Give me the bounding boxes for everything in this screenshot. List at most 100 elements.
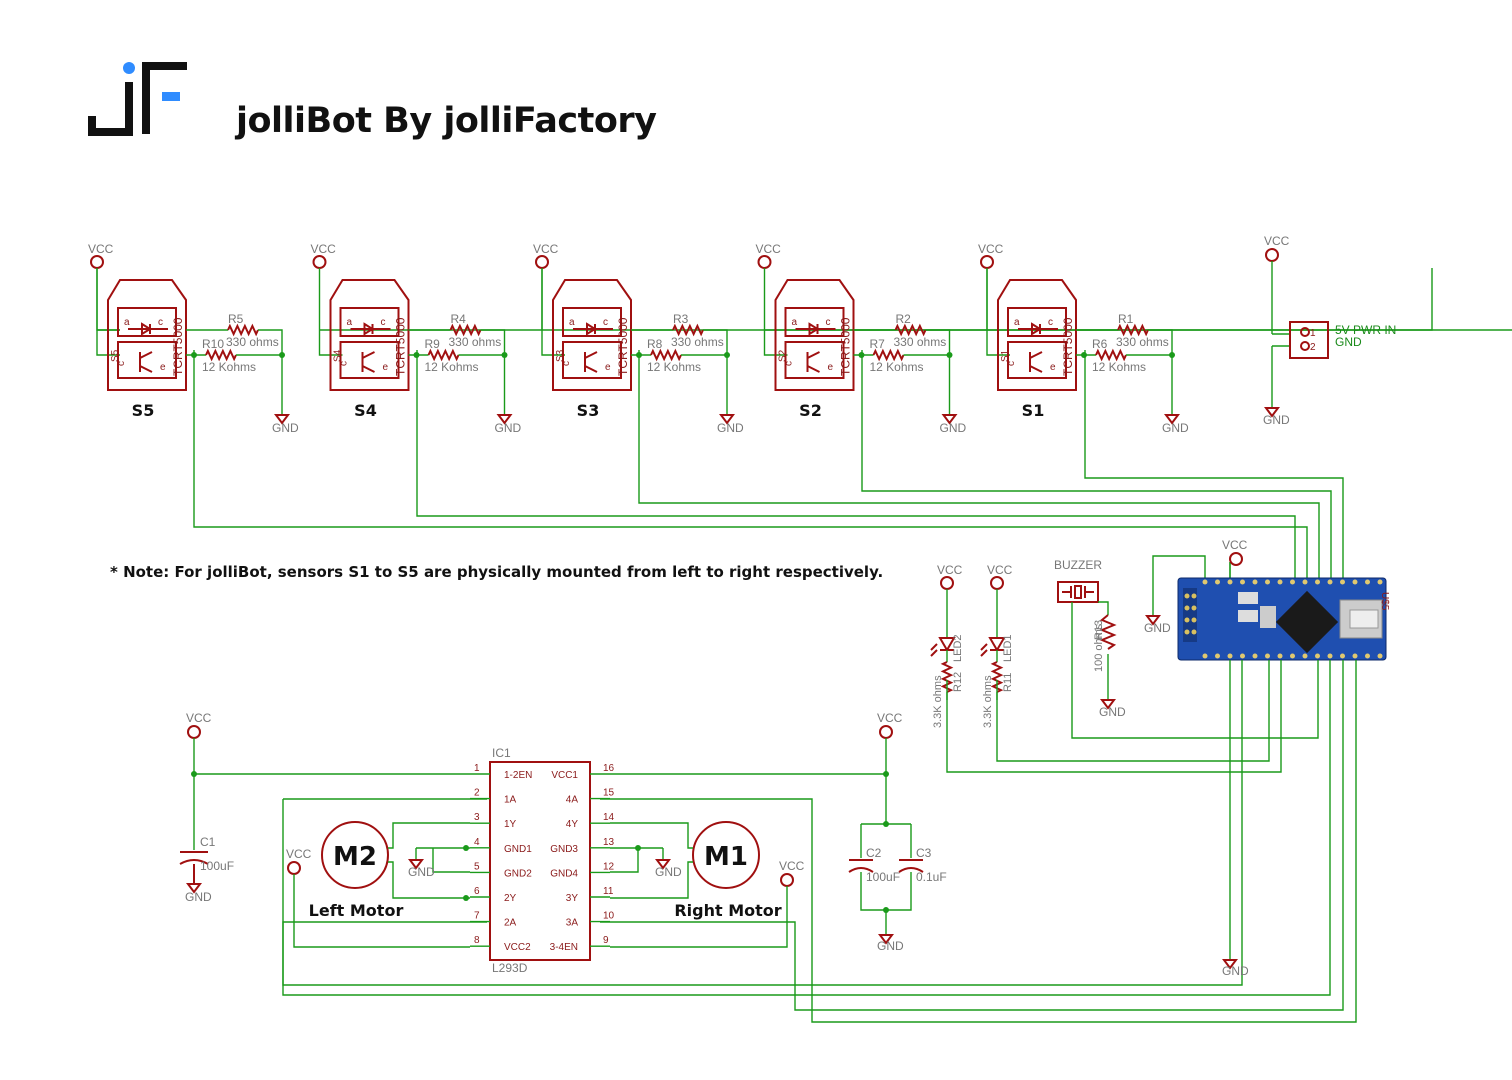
pin-e-label: e (1050, 362, 1056, 373)
pin-c2-label: c (1006, 361, 1017, 366)
svg-text:GND: GND (877, 939, 904, 953)
right-motor-caption: Right Motor (674, 901, 781, 920)
led-resistor-ref: R12 (952, 672, 964, 692)
svg-text:100 ohms: 100 ohms (1093, 623, 1105, 672)
power-input-connector: VCC 1 2 5V PWR IN GND GND (1263, 234, 1396, 427)
svg-text:5: 5 (474, 861, 480, 872)
ic-part: L293D (492, 961, 528, 975)
pin-c2-label: c (116, 361, 127, 366)
vcc-label: VCC (533, 242, 559, 256)
vcc-label: VCC (756, 242, 782, 256)
motor-m1: M1 Right Motor GND (610, 821, 782, 920)
svg-text:VCC1: VCC1 (551, 770, 578, 781)
svg-text:C1: C1 (200, 835, 216, 849)
svg-text:R13: R13 (1093, 620, 1105, 640)
svg-text:C3: C3 (916, 846, 932, 860)
led-resistor-value: 3.3K ohms (932, 675, 944, 728)
resistor-bottom-ref: R9 (425, 337, 441, 351)
sensor-name: S5 (132, 401, 155, 420)
sensor-ref: S4 (333, 349, 344, 362)
resistor-top-value: 330 ohms (671, 335, 724, 349)
svg-text:GND: GND (1099, 705, 1126, 719)
resistor-bottom-value: 12 Kohms (870, 360, 924, 374)
jollifactory-logo (88, 58, 198, 138)
svg-text:GND: GND (408, 865, 435, 879)
resistor-bottom-ref: R10 (202, 337, 224, 351)
pin-c2-label: c (339, 361, 350, 366)
pin-c2-label: c (784, 361, 795, 366)
svg-text:9: 9 (603, 935, 609, 946)
tcrt-label: TCRT5000 (616, 317, 630, 376)
sensor-name: S4 (354, 401, 377, 420)
power-rail-and-capacitors: VCC C1 100uF GND VCC C2 100uF C3 0.1uF G… (179, 711, 947, 953)
svg-text:4Y: 4Y (566, 819, 579, 830)
page-title: jolliBot By jolliFactory (236, 101, 657, 141)
svg-text:2A: 2A (504, 918, 517, 929)
ic-pin-3: 31Y (470, 812, 517, 830)
gnd-label: GND (495, 421, 522, 435)
pin-a-label: a (347, 317, 353, 328)
svg-text:11: 11 (603, 886, 614, 897)
ic-pin-9: 93-4EN (550, 935, 610, 953)
svg-text:1: 1 (474, 763, 480, 774)
led-resistor-value: 3.3K ohms (982, 675, 994, 728)
svg-text:10: 10 (603, 911, 615, 922)
sensor-ref: S1 (1000, 349, 1011, 362)
svg-text:1: 1 (1310, 328, 1316, 339)
motor-m1-id: M1 (704, 842, 748, 872)
svg-text:GND2: GND2 (504, 868, 532, 879)
svg-text:13: 13 (603, 837, 615, 848)
svg-text:GND: GND (655, 865, 682, 879)
pin-a-label: a (1014, 317, 1020, 328)
vcc-label: VCC (937, 563, 963, 577)
l293d-motor-driver: IC1 L293D 11-2EN21A31Y4GND15GND262Y72A8V… (470, 746, 615, 975)
resistor-top-ref: R3 (673, 312, 689, 326)
mounting-note: * Note: For jolliBot, sensors S1 to S5 a… (110, 563, 884, 581)
pin-e-label: e (160, 362, 166, 373)
svg-text:15: 15 (603, 788, 615, 799)
sensor-ref: S5 (110, 349, 121, 362)
svg-text:2: 2 (1310, 342, 1316, 353)
pin-c-label: c (158, 317, 163, 328)
svg-text:VCC2: VCC2 (504, 942, 531, 953)
pin-e-label: e (605, 362, 611, 373)
ic-pin-11: 11 3Y (566, 886, 614, 904)
svg-text:GND4: GND4 (550, 868, 578, 879)
gnd-label: GND (1162, 421, 1189, 435)
vcc-label: VCC (987, 563, 1013, 577)
resistor-top-value: 330 ohms (226, 335, 279, 349)
gnd-label: GND (1263, 413, 1290, 427)
ic-name: IC1 (492, 746, 511, 760)
tcrt-label: TCRT5000 (1061, 317, 1075, 376)
gnd-label: GND (940, 421, 967, 435)
resistor-bottom-ref: R7 (870, 337, 886, 351)
vcc-label: VCC (978, 242, 1004, 256)
power-gnd-label: GND (1335, 335, 1362, 349)
jf-logo-mark (88, 62, 187, 136)
svg-text:16: 16 (603, 763, 615, 774)
svg-text:100uF: 100uF (200, 859, 234, 873)
power-label: 5V PWR IN (1335, 323, 1396, 337)
led-resistor-ref: R11 (1002, 673, 1014, 692)
svg-text:1A: 1A (504, 795, 517, 806)
resistor-top-ref: R2 (896, 312, 912, 326)
svg-text:6: 6 (474, 886, 480, 897)
resistor-top-value: 330 ohms (449, 335, 502, 349)
svg-text:3Y: 3Y (566, 893, 579, 904)
sensor-name: S2 (799, 401, 822, 420)
resistor-bottom-ref: R8 (647, 337, 663, 351)
led-ref: LED2 (952, 634, 964, 662)
tcrt-label: TCRT5000 (839, 317, 853, 376)
ic-pin-6: 62Y (470, 886, 517, 904)
svg-text:VCC: VCC (877, 711, 903, 725)
